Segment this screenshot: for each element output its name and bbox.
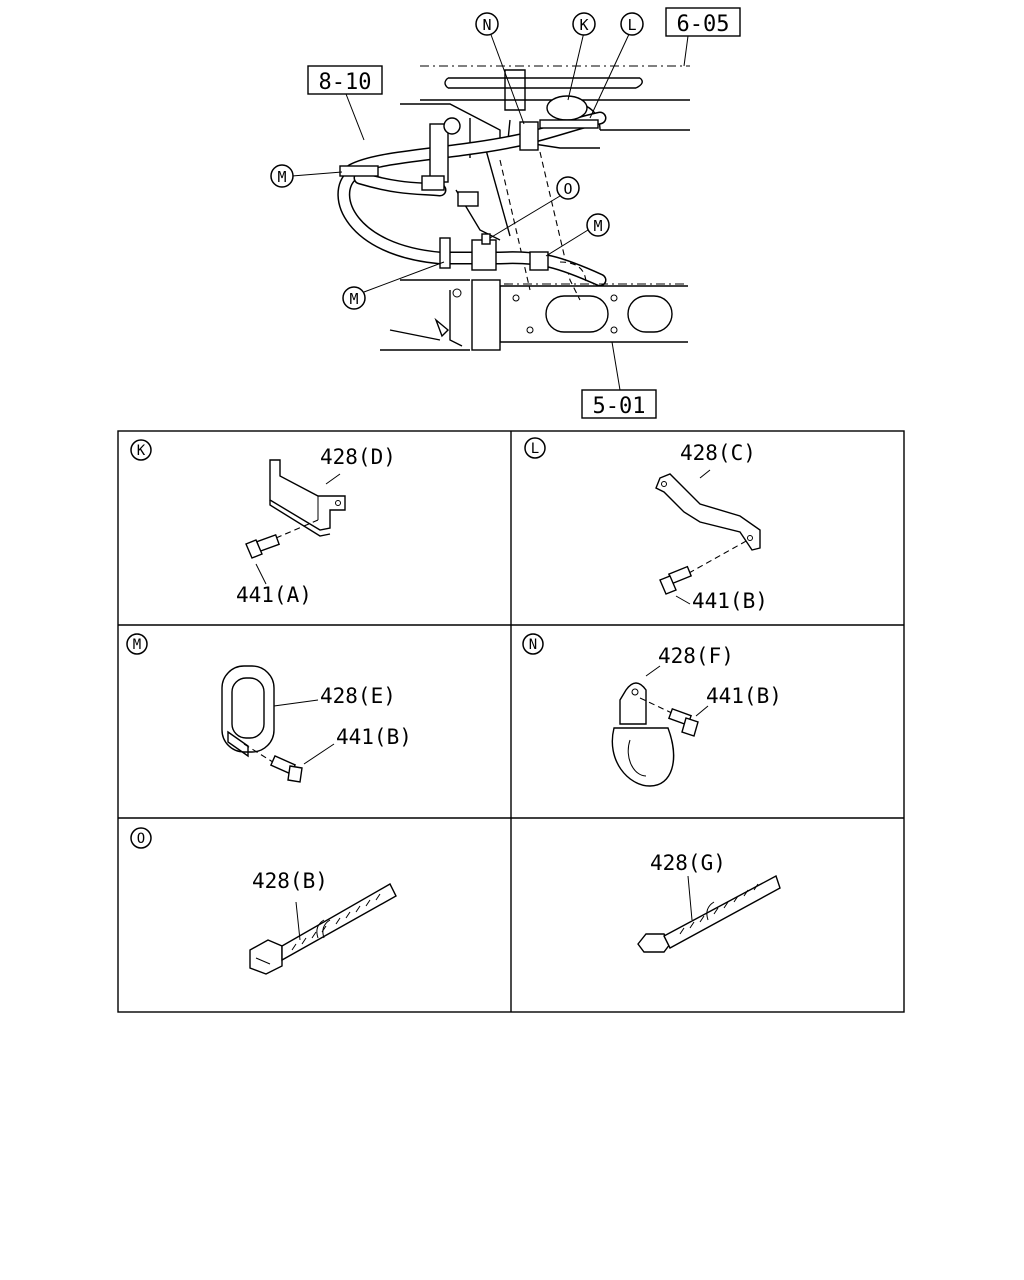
ref-501-label: 5-01 <box>593 394 646 419</box>
panel-n-letter: N <box>529 637 537 653</box>
ref-box-605: 6-05 <box>665 7 741 37</box>
lower-frame-rail <box>380 261 688 351</box>
panel-n-part-bolt: 441(B) <box>706 684 782 708</box>
overview-illustration: 6-05 8-10 5-01 N K L M O <box>270 7 741 419</box>
callout-n-letter: N <box>482 16 491 34</box>
panel-l-part-bolt: 441(B) <box>692 589 768 613</box>
ref-605-label: 6-05 <box>677 12 730 37</box>
callout-m-lower-letter: M <box>349 290 358 308</box>
panel-k: K 428(D) 441(A) <box>130 439 396 607</box>
panel-m-letter: M <box>133 637 141 653</box>
panel-m-part-clamp: 428(E) <box>320 684 396 708</box>
overview-brackets <box>339 95 599 271</box>
panel-l-letter: L <box>531 441 539 457</box>
ref-box-501: 5-01 <box>581 389 657 419</box>
overview-leaders <box>291 31 689 391</box>
callout-m-lower: M <box>342 286 366 310</box>
callout-k-letter: K <box>579 16 588 34</box>
bracket-428d-drawing <box>269 459 346 537</box>
panel-k-part-bracket: 428(D) <box>320 445 396 469</box>
panel-l-part-bracket: 428(C) <box>680 441 756 465</box>
panel-n-part-clamp: 428(F) <box>658 644 734 668</box>
callout-l: L <box>620 12 644 36</box>
callout-m-right: M <box>586 213 610 237</box>
callout-l-letter: L <box>627 16 636 34</box>
panel-n: N 428(F) 441(B) <box>522 633 782 787</box>
panel-o-part-tie: 428(B) <box>252 869 328 893</box>
clamp-428f-drawing <box>611 665 675 787</box>
panel-m-part-bolt: 441(B) <box>336 725 412 749</box>
callout-m-upper-letter: M <box>277 168 286 186</box>
ref-810-label: 8-10 <box>319 70 372 95</box>
bracket-428c-drawing <box>655 469 761 551</box>
cross-member <box>455 149 581 301</box>
panel-k-part-bolt: 441(A) <box>236 583 312 607</box>
panel-o: O 428(B) <box>130 827 397 975</box>
bolt-441a-drawing <box>245 519 319 585</box>
callout-k: K <box>572 12 596 36</box>
callout-o-letter: O <box>563 180 572 198</box>
callout-n: N <box>475 12 499 36</box>
callout-m-upper: M <box>270 164 294 188</box>
bolt-441b-n-drawing <box>639 697 709 737</box>
callout-o: O <box>556 176 580 200</box>
panel-m: M 428(E) 441(B) <box>126 633 412 783</box>
bolt-441b-m-drawing <box>243 743 335 783</box>
tie-428b-drawing <box>249 883 397 975</box>
tie-428g-drawing <box>637 874 781 953</box>
clamp-428e-drawing <box>221 665 319 758</box>
detail-grid <box>117 430 905 1013</box>
bolt-441b-l-drawing <box>659 539 749 605</box>
panel-k-letter: K <box>137 443 146 459</box>
panel-o-letter: O <box>137 831 145 847</box>
panel-g: 428(G) <box>637 851 781 953</box>
ref-box-810: 8-10 <box>307 65 383 95</box>
panel-l: L 428(C) 441(B) <box>524 437 768 613</box>
panel-g-part-tie: 428(G) <box>650 851 726 875</box>
callout-m-right-letter: M <box>593 217 602 235</box>
